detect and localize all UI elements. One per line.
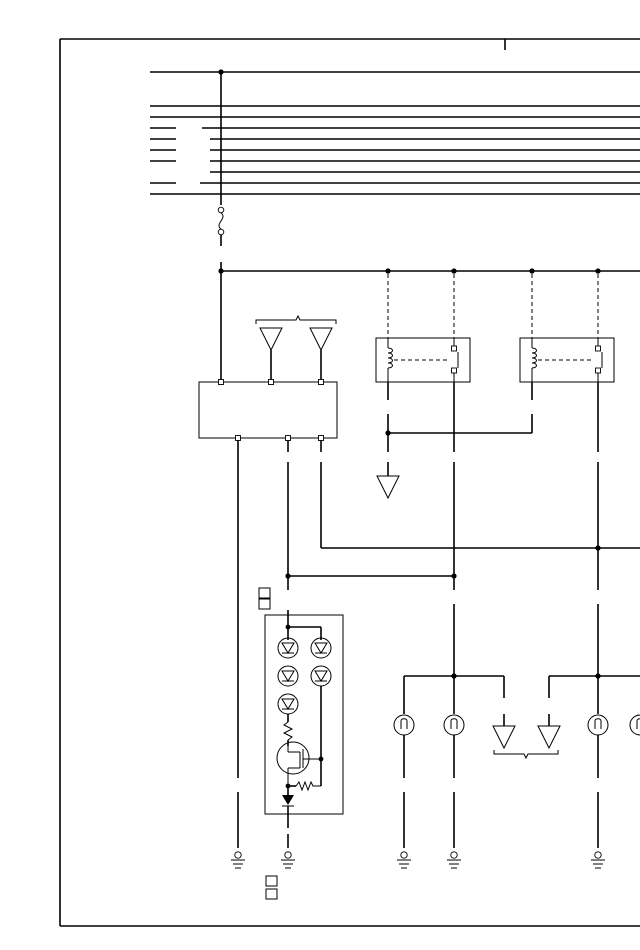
module-output-wires <box>237 440 640 848</box>
ground-icon <box>447 851 461 869</box>
transistor-icon <box>276 741 324 786</box>
connector-bracket <box>255 314 337 324</box>
connector-triangle-icon <box>376 475 400 500</box>
bulb-icon <box>443 714 465 848</box>
fuse-icon <box>217 206 225 382</box>
ground-icon <box>591 851 605 869</box>
distribution-wire <box>218 268 640 274</box>
connector-triangle-icon <box>537 714 561 750</box>
led-icon <box>310 665 332 687</box>
diagram-frame <box>59 38 640 927</box>
bulb-group <box>393 714 640 848</box>
ground-icon <box>231 851 245 869</box>
relay-wires <box>385 274 599 676</box>
connector-bracket <box>493 750 559 760</box>
bulb-icon <box>393 714 415 848</box>
ground-icon <box>281 851 295 869</box>
led-lamp-module <box>264 610 344 848</box>
ground-group <box>231 851 605 869</box>
led-icon <box>310 637 332 659</box>
bulb-icon <box>629 714 640 736</box>
bulb-icon <box>587 714 609 848</box>
connector-triangle-icon <box>259 327 283 382</box>
connector-triangle-icon <box>492 714 516 750</box>
control-module <box>198 379 338 441</box>
relay-icon <box>519 337 615 383</box>
harness-bus-lines <box>150 71 640 195</box>
main-feed-wire <box>218 69 224 205</box>
ground-icon <box>397 851 411 869</box>
relay-icon <box>375 337 471 383</box>
connector-triangle-icon <box>309 327 333 382</box>
resistor-icon <box>295 780 321 792</box>
connector-label-box <box>265 875 278 900</box>
led-icon <box>277 637 299 659</box>
connector-label-box <box>258 587 271 610</box>
diode-icon <box>282 795 294 807</box>
relay-group <box>375 337 615 383</box>
resistor-icon <box>282 721 294 741</box>
lamp-branch-wires <box>403 673 640 714</box>
led-icon <box>277 665 299 687</box>
led-icon <box>277 693 299 715</box>
